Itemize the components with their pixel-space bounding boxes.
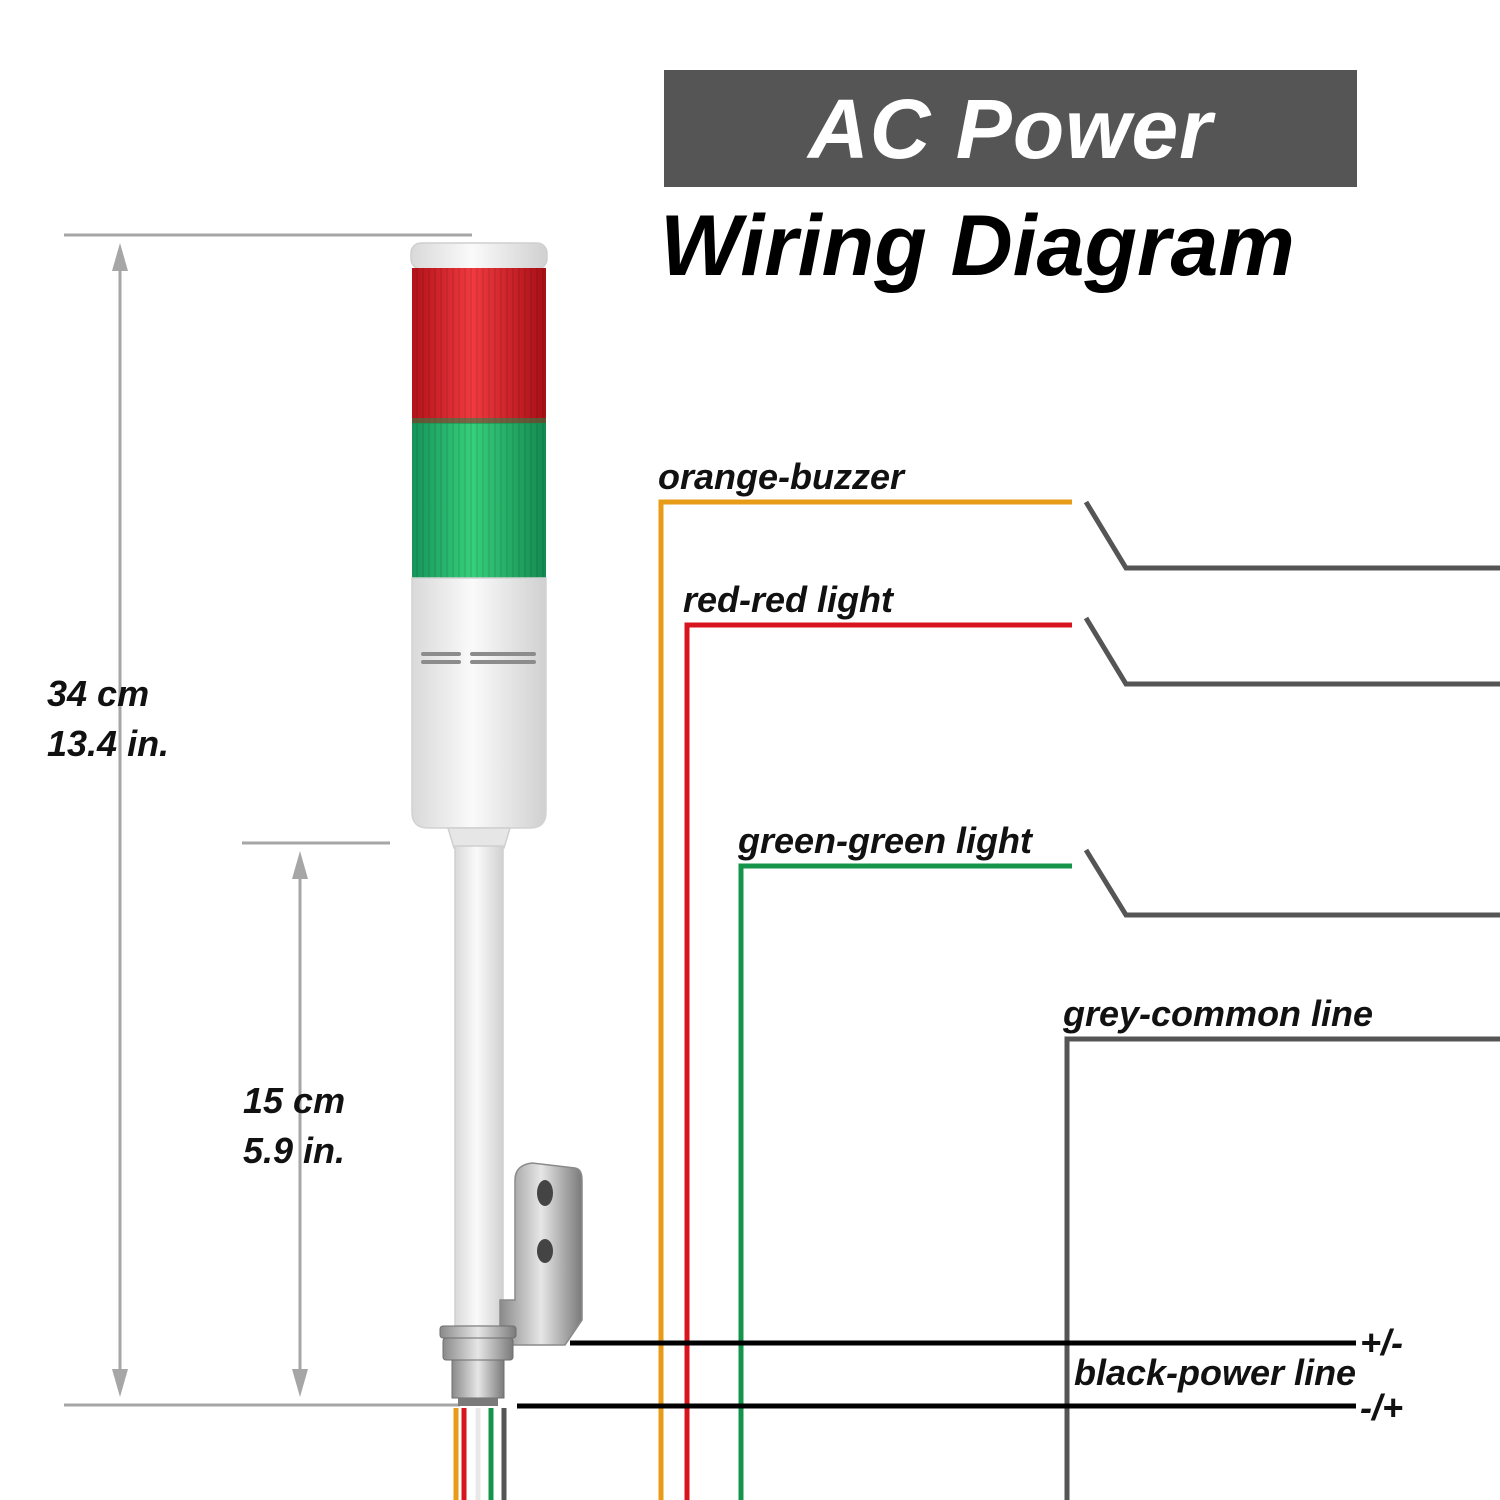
label-red-wire: red-red light: [683, 579, 894, 620]
bracket-hole: [537, 1180, 553, 1206]
buzzer-housing: [411, 577, 547, 829]
mounting-nut: [439, 1325, 517, 1339]
mounting-nut: [442, 1337, 514, 1361]
arrow-down-icon: [112, 1369, 128, 1397]
buzzer-vent: [421, 652, 536, 664]
wire-grey: [1064, 1036, 1500, 1500]
dimension-pole-imperial: 5.9 in.: [243, 1130, 346, 1171]
page-title: AC Power: [808, 82, 1213, 176]
tower-cap: [410, 242, 548, 270]
signal-tower: [410, 242, 583, 1500]
page-subtitle: Wiring Diagram: [660, 198, 1295, 294]
threaded-base-end: [458, 1398, 498, 1406]
switch-red: [1083, 616, 1500, 687]
wire-orange: [658, 499, 1072, 1500]
label-grey-wire: grey-common line: [1063, 993, 1374, 1034]
label-orange-wire: orange-buzzer: [658, 456, 905, 497]
pole-collar: [446, 827, 512, 849]
arrow-up-icon: [292, 851, 308, 879]
tower-tier-green-ribs: [412, 423, 546, 578]
arrow-up-icon: [112, 243, 128, 271]
bracket-hole: [537, 1239, 553, 1263]
mounting-pole: [454, 845, 504, 1327]
polarity-top: +/-: [1360, 1322, 1404, 1363]
tower-tier-red-ribs: [412, 268, 546, 423]
switch-green: [1083, 848, 1500, 918]
dimension-total-imperial: 13.4 in.: [47, 723, 170, 764]
dimension-total: [64, 233, 472, 1407]
arrow-down-icon: [292, 1369, 308, 1397]
polarity-bottom: -/+: [1360, 1387, 1404, 1428]
wire-red: [684, 622, 1072, 1500]
dimension-total-metric: 34 cm: [47, 673, 150, 714]
switch-orange: [1083, 500, 1500, 571]
threaded-base: [451, 1359, 505, 1399]
dimension-pole-metric: 15 cm: [243, 1080, 346, 1121]
label-green-wire: green-green light: [738, 820, 1033, 861]
wire-green: [738, 863, 1072, 1500]
tier-divider: [412, 418, 546, 424]
dimension-pole: [242, 841, 390, 1397]
label-black-wire: black-power line: [1074, 1352, 1357, 1393]
title-banner: AC Power: [664, 70, 1357, 187]
